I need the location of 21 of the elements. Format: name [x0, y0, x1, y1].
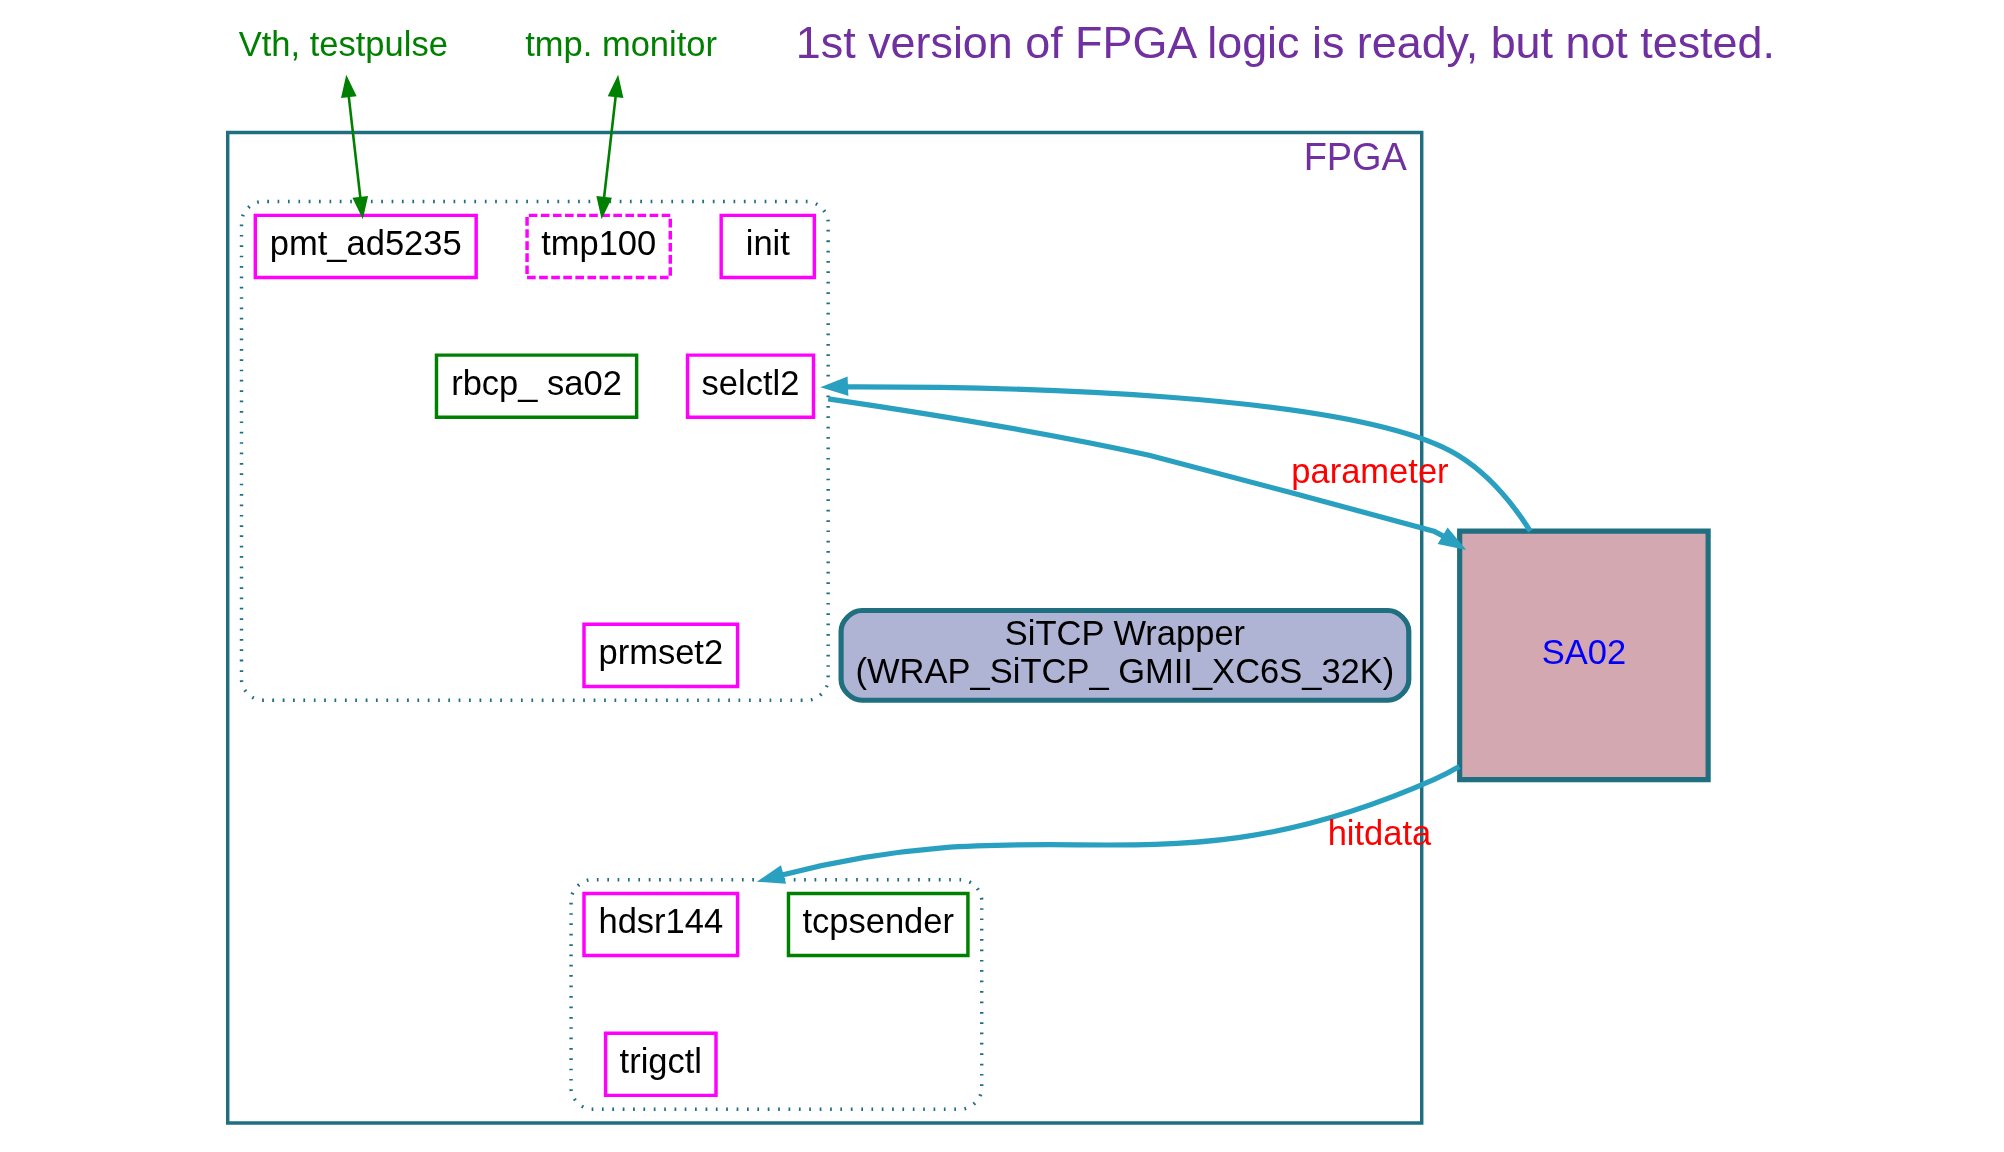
cluster	[569, 877, 984, 1111]
node-box: tmp100	[525, 213, 672, 280]
cluster	[239, 199, 830, 702]
node-text: Vth, testpulse	[238, 24, 448, 63]
label: 1st version of FPGA logic is ready, but not tested.	[795, 17, 1775, 69]
arrow	[756, 764, 1461, 884]
node-text: tmp. monitor	[525, 24, 717, 63]
node-box: SiTCP Wrapper (WRAP_SiTCP_ GMII_XC6S_32K)	[838, 607, 1412, 703]
node-box: rbcp_ sa02	[434, 353, 639, 419]
arrow	[827, 396, 1467, 550]
node-box: init	[719, 213, 817, 280]
node-box: hdsr144	[582, 891, 740, 958]
arrow	[820, 376, 1533, 533]
node-box: trigctl	[603, 1031, 718, 1098]
arrow	[596, 74, 624, 220]
node-box: tcpsender	[786, 891, 970, 958]
node-box: prmset2	[582, 622, 740, 689]
node-box: pmt_ad5235	[253, 213, 478, 280]
arrow	[341, 74, 369, 220]
node-box: selctl2	[685, 353, 816, 419]
node-box: SA02	[1457, 528, 1711, 783]
